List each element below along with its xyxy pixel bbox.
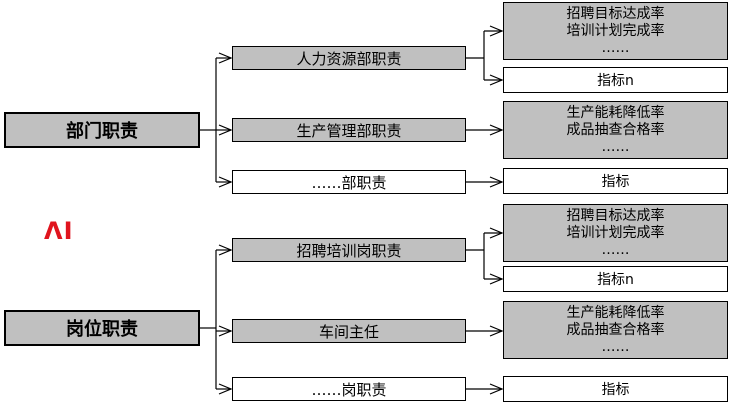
arrow-head: [218, 124, 233, 136]
target-box-recruit-kpis: 招聘目标达成率 培训计划完成率 ……: [503, 204, 728, 262]
item-box-production: 生产管理部职责: [232, 118, 466, 142]
group-box-department: 部门职责: [4, 112, 200, 148]
item-box-other-dept: ……部职责: [232, 170, 466, 194]
kpi-line: 培训计划完成率: [566, 224, 665, 241]
target-box-other-post-indicator: 指标: [503, 376, 728, 402]
arrow-head: [218, 52, 233, 64]
kpi-line: 培训计划完成率: [566, 22, 665, 39]
kpi-line: ……: [601, 241, 630, 258]
item-box-other-post: ……岗职责: [232, 377, 466, 401]
kpi-line: ……: [601, 138, 630, 155]
kpi-line: 成品抽查合格率: [566, 121, 665, 138]
arrow-head: [489, 383, 504, 395]
kpi-line: 招聘目标达成率: [566, 207, 665, 224]
arrow-head: [489, 124, 504, 136]
arrow-head: [218, 176, 233, 188]
group-box-position: 岗位职责: [4, 310, 200, 346]
arrow-head: [489, 25, 504, 37]
kpi-line: 招聘目标达成率: [566, 5, 665, 22]
ai-logo: ΛI: [44, 217, 74, 245]
arrow-head: [489, 176, 504, 188]
item-box-hr: 人力资源部职责: [232, 46, 466, 70]
target-box-hr-kpis: 招聘目标达成率 培训计划完成率 ……: [503, 2, 728, 60]
target-box-production-kpis: 生产能耗降低率 成品抽查合格率 ……: [503, 101, 728, 159]
kpi-line: 成品抽查合格率: [566, 321, 665, 338]
arrow-head: [489, 273, 504, 285]
arrow-head: [218, 244, 233, 256]
target-box-workshop-kpis: 生产能耗降低率 成品抽查合格率 ……: [503, 301, 728, 359]
kpi-line: 生产能耗降低率: [566, 304, 665, 321]
item-box-recruit-train: 招聘培训岗职责: [232, 238, 466, 262]
arrow-head: [489, 325, 504, 337]
target-box-hr-indicator-n: 指标n: [503, 67, 728, 93]
arrow-head: [489, 74, 504, 86]
target-box-other-dept-indicator: 指标: [503, 168, 728, 194]
arrow-head: [218, 325, 233, 337]
target-box-recruit-indicator-n: 指标n: [503, 266, 728, 292]
kpi-line: ……: [601, 39, 630, 56]
arrow-head: [218, 383, 233, 395]
item-box-workshop-director: 车间主任: [232, 319, 466, 343]
kpi-line: ……: [601, 338, 630, 355]
arrow-head: [489, 227, 504, 239]
kpi-line: 生产能耗降低率: [566, 104, 665, 121]
